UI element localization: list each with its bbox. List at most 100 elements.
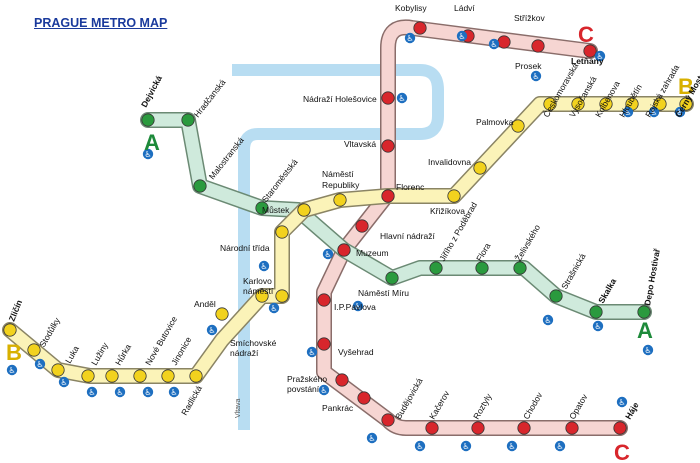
label-krizikova: Křižíkova bbox=[430, 206, 465, 216]
label-ladvi: Ládví bbox=[454, 3, 475, 13]
station-b-nove-butovice bbox=[133, 369, 147, 383]
label-hradcanska: Hradčanská bbox=[192, 77, 228, 119]
wheelchair-icon: ♿ bbox=[168, 386, 180, 398]
svg-text:♿: ♿ bbox=[320, 386, 327, 395]
label-roztyly: Roztyly bbox=[471, 391, 494, 421]
station-b-krizikova bbox=[447, 189, 461, 203]
station-b-zlicin bbox=[3, 323, 17, 337]
station-c-hlavni-nadrazi bbox=[355, 219, 369, 233]
map-title: PRAGUE METRO MAP bbox=[34, 16, 168, 30]
station-c-muzeum bbox=[337, 243, 351, 257]
label-kacerov: Kačerov bbox=[427, 388, 452, 421]
wheelchair-icon: ♿ bbox=[554, 440, 566, 452]
wheelchair-icon: ♿ bbox=[34, 358, 46, 370]
svg-text:♿: ♿ bbox=[144, 388, 151, 397]
station-b-luziny bbox=[81, 369, 95, 383]
label-stodulky: Stodůlky bbox=[37, 315, 62, 349]
station-c-strizkov bbox=[497, 35, 511, 49]
station-c-prazskeho-povstani bbox=[335, 373, 349, 387]
svg-text:♿: ♿ bbox=[170, 388, 177, 397]
label-karlovo-2: náměstí bbox=[243, 286, 274, 296]
label-zlicin: Zličín bbox=[7, 298, 25, 322]
svg-text:♿: ♿ bbox=[88, 388, 95, 397]
station-a-flora bbox=[475, 261, 489, 275]
station-a-malostranska bbox=[193, 179, 207, 193]
label-jinonice: Jinonice bbox=[169, 335, 193, 367]
station-a-skalka bbox=[589, 305, 603, 319]
svg-text:♿: ♿ bbox=[556, 442, 563, 451]
wheelchair-icon: ♿ bbox=[530, 70, 542, 82]
wheelchair-icon: ♿ bbox=[352, 300, 364, 312]
station-b-andel bbox=[215, 307, 229, 321]
label-mustek: Můstek bbox=[262, 205, 290, 215]
station-b-karlovo-namesti bbox=[275, 289, 289, 303]
svg-text:♿: ♿ bbox=[324, 250, 331, 259]
wheelchair-icon: ♿ bbox=[268, 302, 280, 314]
svg-text:♿: ♿ bbox=[490, 40, 497, 49]
label-karlovo-1: Karlovo bbox=[243, 276, 272, 286]
label-holesovice: Nádraží Holešovice bbox=[303, 94, 377, 104]
station-b-stodulky bbox=[27, 343, 41, 357]
label-nam-rep-2: Republiky bbox=[322, 180, 360, 190]
svg-text:♿: ♿ bbox=[398, 94, 405, 103]
station-b-narodni-trida bbox=[275, 225, 289, 239]
line-a-track bbox=[140, 112, 652, 320]
wheelchair-icon: ♿ bbox=[86, 386, 98, 398]
station-a-namesti-miru bbox=[385, 271, 399, 285]
label-muzeum: Muzeum bbox=[356, 248, 389, 258]
wheelchair-icon: ♿ bbox=[396, 92, 408, 104]
svg-text:♿: ♿ bbox=[644, 346, 651, 355]
wheelchair-icon: ♿ bbox=[318, 384, 330, 396]
station-b-invalidovna bbox=[473, 161, 487, 175]
label-andel: Anděl bbox=[194, 299, 216, 309]
label-nam-rep-1: Náměstí bbox=[322, 169, 354, 179]
stations bbox=[3, 21, 693, 435]
label-ip-pavlova: I.P.Pavlova bbox=[334, 302, 376, 312]
station-a-staromestska bbox=[255, 201, 269, 215]
station-c-vltavska bbox=[381, 139, 395, 153]
wheelchair-icon: ♿ bbox=[488, 38, 500, 50]
label-hurka: Hůrka bbox=[113, 342, 133, 367]
line-a-letter-west: A bbox=[144, 130, 160, 155]
station-c-opatov bbox=[565, 421, 579, 435]
label-hlavni: Hlavní nádraží bbox=[380, 231, 435, 241]
station-a-jiriho-z-podebrad bbox=[429, 261, 443, 275]
line-b-letter-east: B bbox=[678, 74, 694, 99]
station-b-smichovske-nadrazi bbox=[255, 289, 269, 303]
svg-text:♿: ♿ bbox=[596, 52, 603, 61]
label-staromestska: Staroměstská bbox=[260, 157, 300, 204]
station-b-luka bbox=[51, 363, 65, 377]
station-c-haje bbox=[613, 421, 627, 435]
svg-text:♿: ♿ bbox=[368, 434, 375, 443]
label-flora: Flora bbox=[474, 241, 492, 263]
label-budejovicka: Budějovická bbox=[393, 376, 425, 421]
station-c-prosek bbox=[531, 39, 545, 53]
label-vysehrad: Vyšehrad bbox=[338, 347, 374, 357]
label-namesti-miru: Náměstí Míru bbox=[358, 288, 409, 298]
svg-text:♿: ♿ bbox=[270, 304, 277, 313]
station-a-depo-hostivar bbox=[637, 305, 651, 319]
svg-text:♿: ♿ bbox=[508, 442, 515, 451]
station-a-dejvicka bbox=[141, 113, 155, 127]
station-c-kobylisy bbox=[413, 21, 427, 35]
svg-text:♿: ♿ bbox=[406, 34, 413, 43]
label-smichovske-2: nádraží bbox=[230, 348, 259, 358]
wheelchair-icon: ♿ bbox=[6, 364, 18, 376]
station-b-rajska-zahrada bbox=[653, 97, 667, 111]
label-luka: Luka bbox=[63, 344, 81, 365]
label-zelivskeho: Želivského bbox=[513, 223, 542, 263]
svg-text:♿: ♿ bbox=[458, 32, 465, 41]
svg-text:♿: ♿ bbox=[676, 108, 683, 117]
station-b-vysocanska bbox=[571, 97, 585, 111]
wheelchair-icon: ♿ bbox=[142, 386, 154, 398]
station-c-pankrac bbox=[357, 391, 371, 405]
label-vltavska: Vltavská bbox=[344, 139, 376, 149]
svg-text:♿: ♿ bbox=[618, 398, 625, 407]
station-b-mustek bbox=[297, 203, 311, 217]
wheelchair-icon: ♿ bbox=[460, 440, 472, 452]
station-a-zelivskeho bbox=[513, 261, 527, 275]
station-c-nadrazi-holesovice bbox=[381, 91, 395, 105]
wheelchair-icon: ♿ bbox=[592, 320, 604, 332]
label-kobylisy: Kobylisy bbox=[395, 3, 427, 13]
svg-text:♿: ♿ bbox=[544, 316, 551, 325]
